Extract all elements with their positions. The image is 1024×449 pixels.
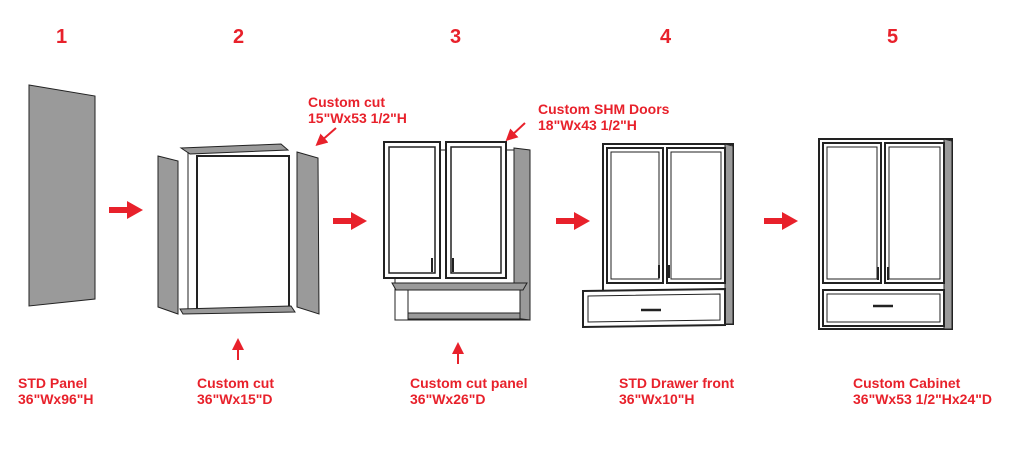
caption-step-5-line1: Custom Cabinet — [853, 375, 961, 391]
side-note-step-2-line2: 15"Wx53 1/2"H — [308, 110, 407, 126]
cabinet-drawer-front-illustration — [582, 143, 734, 329]
caption-step-3-line1: Custom cut panel — [410, 375, 528, 391]
caption-step-3: Custom cut panel 36"Wx26"D — [410, 375, 527, 407]
caption-step-2: Custom cut 36"Wx15"D — [197, 375, 274, 407]
caption-step-2-line1: Custom cut — [197, 375, 274, 391]
caption-step-4-line2: 36"Wx10"H — [619, 391, 695, 407]
side-note-step-3: Custom SHM Doors 18"Wx43 1/2"H — [538, 101, 669, 133]
finished-cabinet-illustration — [818, 138, 953, 330]
cabinet-with-doors-illustration — [383, 141, 531, 321]
caption-step-2-line2: 36"Wx15"D — [197, 391, 273, 407]
flow-arrow-3-icon — [556, 212, 590, 230]
side-note-step-2-line1: Custom cut — [308, 94, 385, 110]
step-number-5: 5 — [887, 26, 899, 48]
side-note-step-3-line2: 18"Wx43 1/2"H — [538, 117, 637, 133]
caption-step-1-line1: STD Panel — [18, 375, 88, 391]
step-number-2: 2 — [233, 26, 245, 48]
side-note-step-2: Custom cut 15"Wx53 1/2"H — [308, 94, 407, 126]
pointer-arrow-side-panel-icon — [315, 127, 337, 146]
flow-arrow-4-icon — [764, 212, 798, 230]
caption-step-4: STD Drawer front 36"Wx10"H — [619, 375, 734, 407]
step-number-3: 3 — [450, 26, 462, 48]
pointer-arrow-doors-icon — [505, 122, 526, 142]
caption-step-5-line2: 36"Wx53 1/2"Hx24"D — [853, 391, 992, 407]
side-note-step-3-line1: Custom SHM Doors — [538, 101, 670, 117]
caption-step-4-line1: STD Drawer front — [619, 375, 735, 391]
caption-step-3-line2: 36"Wx26"D — [410, 391, 486, 407]
caption-step-1-line2: 36"Wx96"H — [18, 391, 94, 407]
flow-arrow-1-icon — [109, 201, 143, 219]
std-panel-illustration — [28, 84, 96, 307]
caption-step-5: Custom Cabinet 36"Wx53 1/2"Hx24"D — [853, 375, 992, 407]
exploded-box-illustration — [157, 143, 320, 315]
flow-arrow-2-icon — [333, 212, 367, 230]
caption-step-1: STD Panel 36"Wx96"H — [18, 375, 94, 407]
step-number-4: 4 — [660, 26, 672, 48]
step-number-1: 1 — [56, 26, 68, 48]
